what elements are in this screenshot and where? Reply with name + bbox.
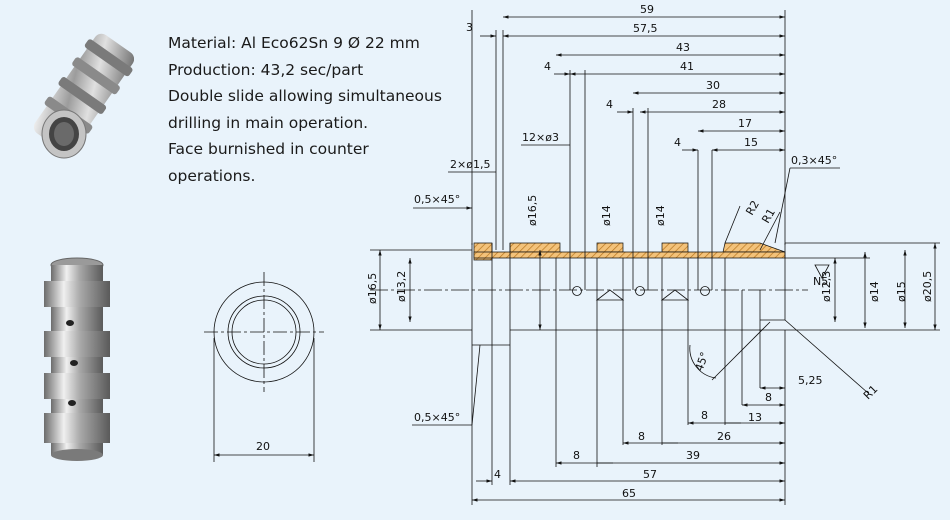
note-chamfer-0-5-bottom: 0,5×45° [414, 411, 460, 424]
dim-8-d: 8 [765, 391, 772, 404]
dim-d12-3: ø12,3 [820, 271, 833, 302]
part-photo-angled [34, 33, 134, 159]
section-view [370, 30, 808, 381]
dim-30: 30 [706, 79, 720, 92]
production-line: Production: 43,2 sec/part [168, 60, 364, 79]
section-hatch [473, 242, 786, 261]
dim-4-c: 4 [674, 136, 681, 149]
dim-8-c: 8 [701, 409, 708, 422]
dim-d16-5-mid: ø16,5 [526, 195, 539, 226]
dim-d15: ø15 [895, 281, 908, 302]
part-photo-upright [44, 257, 110, 461]
end-view [204, 272, 324, 462]
dim-d20-5: ø20,5 [921, 271, 934, 302]
note-r1-bottom: R1 [861, 383, 881, 403]
part-description: Material: Al Eco62Sn 9 Ø 22 mm Productio… [168, 30, 468, 189]
note-angle-45: 45° [693, 350, 712, 373]
dim-57: 57 [643, 468, 657, 481]
dim-d14-right: ø14 [868, 281, 881, 302]
note-line-3: Face burnished in counter [168, 140, 369, 158]
dim-4-a: 4 [544, 60, 551, 73]
note-r2: R2 [743, 198, 762, 217]
dim-4-b: 4 [606, 98, 613, 111]
note-line-2: drilling in main operation. [168, 113, 369, 132]
dim-41: 41 [680, 60, 694, 73]
dim-8-b: 8 [638, 430, 645, 443]
dim-17: 17 [738, 117, 752, 130]
diameter-dimensions [370, 242, 940, 331]
end-view-width-dim: 20 [256, 440, 270, 453]
dim-26: 26 [717, 430, 731, 443]
bottom-dimensions [412, 319, 869, 505]
note-surface-n5: N5 [813, 275, 828, 288]
dim-43: 43 [676, 41, 690, 54]
dim-d16-5-left: ø16,5 [366, 273, 379, 304]
note-12xd3: 12×ø3 [522, 131, 559, 144]
note-chamfer-0-5-top: 0,5×45° [414, 193, 460, 206]
dimension-labels: 59 57,5 43 41 30 28 17 15 3 4 4 4 12×ø3 … [256, 3, 934, 500]
dim-13: 13 [748, 411, 762, 424]
dim-59: 59 [640, 3, 654, 16]
dim-d13-2: ø13,2 [395, 271, 408, 302]
note-chamfer-0-3: 0,3×45° [791, 154, 837, 167]
top-dimensions [413, 10, 840, 251]
material-line: Material: Al Eco62Sn 9 Ø 22 mm [168, 34, 420, 52]
dim-39: 39 [686, 449, 700, 462]
note-line-4: operations. [168, 166, 256, 185]
note-r1-top: R1 [759, 206, 778, 225]
dim-d14-b: ø14 [654, 205, 667, 226]
note-line-1: Double slide allowing simultaneous [168, 87, 442, 105]
dim-4-bottom: 4 [494, 468, 501, 481]
note-2xd1-5: 2×ø1,5 [450, 158, 490, 171]
dim-8-a: 8 [573, 449, 580, 462]
dim-3: 3 [466, 21, 473, 34]
dim-5-25: 5,25 [798, 374, 823, 387]
dim-15: 15 [744, 136, 758, 149]
dim-28: 28 [712, 98, 726, 111]
dim-65: 65 [622, 487, 636, 500]
dim-57-5: 57,5 [633, 22, 658, 35]
dim-d14-a: ø14 [600, 205, 613, 226]
